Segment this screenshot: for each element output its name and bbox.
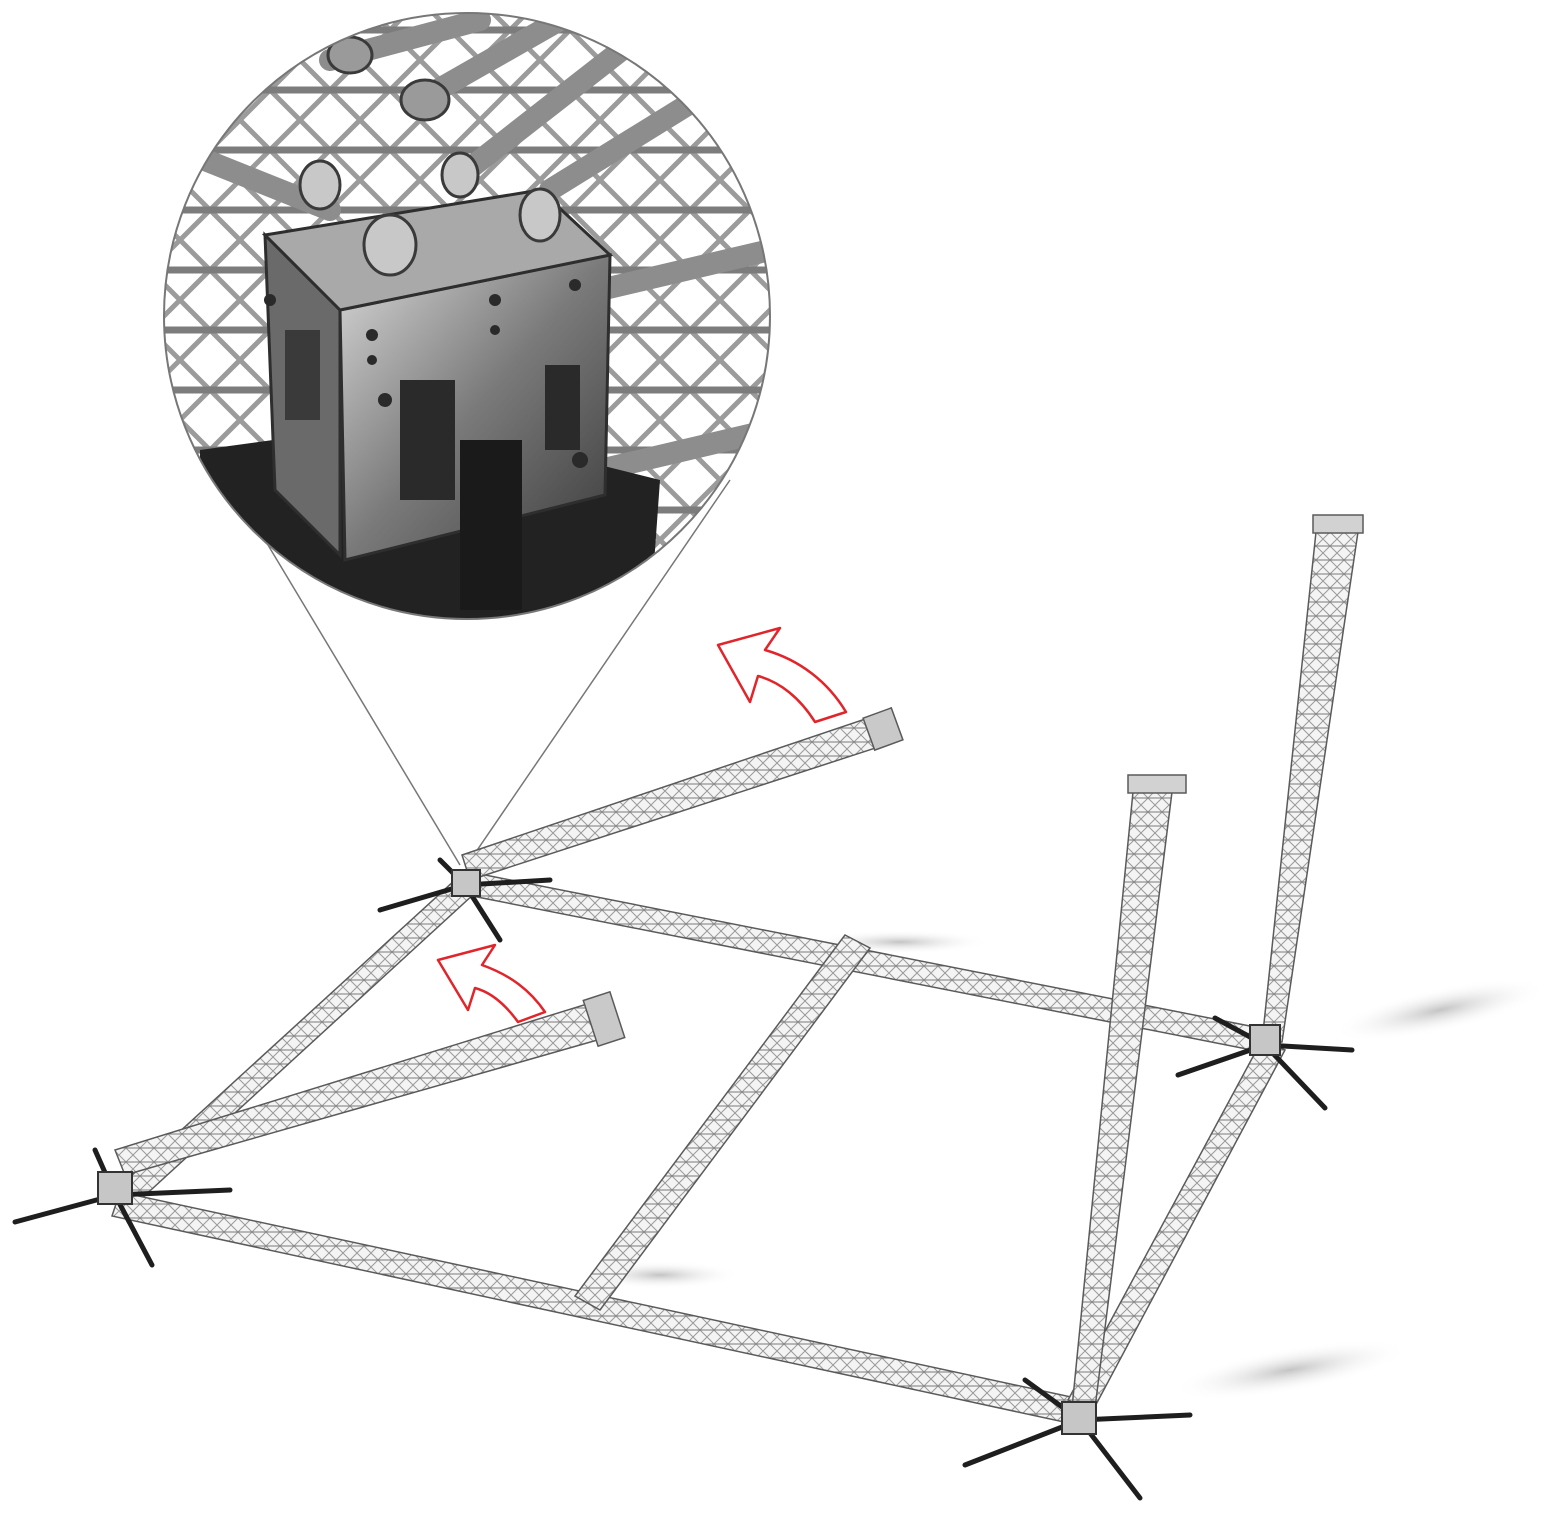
- tower-tall: [1261, 531, 1359, 1043]
- detail-callout: [163, 12, 771, 620]
- rotation-arrows: [436, 626, 848, 1024]
- truss-arm-upper: [461, 711, 902, 881]
- curved-arrow-icon: [436, 943, 547, 1024]
- curved-arrow-icon: [716, 626, 848, 724]
- tilting-arms: [114, 706, 904, 1176]
- tower-short-cap: [1127, 774, 1187, 794]
- base-front-right: [962, 1377, 1193, 1501]
- base-front-left: [12, 1147, 233, 1268]
- arm-upper-head: [862, 706, 904, 752]
- truss-middle-beam: [573, 934, 872, 1311]
- corner-bases: [12, 857, 1355, 1501]
- magnifier-callout: [163, 12, 771, 620]
- towers: [1071, 514, 1364, 1409]
- base-back-left: [377, 857, 553, 943]
- base-back-right: [1175, 1015, 1355, 1111]
- truss-arm-lower: [114, 999, 617, 1176]
- arm-lower-head: [582, 990, 626, 1048]
- tower-tall-cap: [1312, 514, 1364, 534]
- ground-frame: [111, 871, 1287, 1426]
